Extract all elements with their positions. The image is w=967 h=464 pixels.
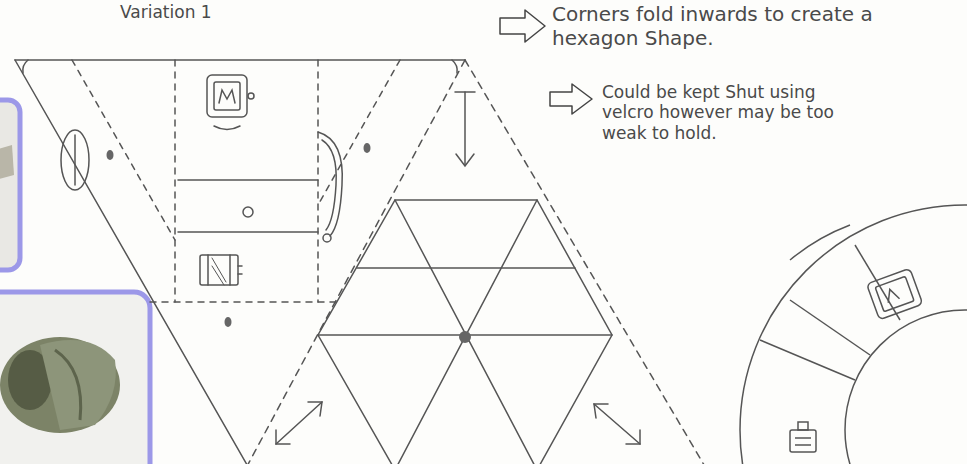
velcro-dot	[107, 143, 371, 327]
variation-title: Variation 1	[118, 2, 262, 22]
annotation-note: Corners fold inwards to create a hexagon…	[550, 2, 884, 50]
photo-inset	[0, 100, 150, 464]
center-dot	[459, 331, 471, 343]
circle-variation	[740, 205, 967, 464]
left-net	[15, 60, 465, 464]
annotation-note: Could be kept Shut using velcro however …	[600, 82, 839, 143]
